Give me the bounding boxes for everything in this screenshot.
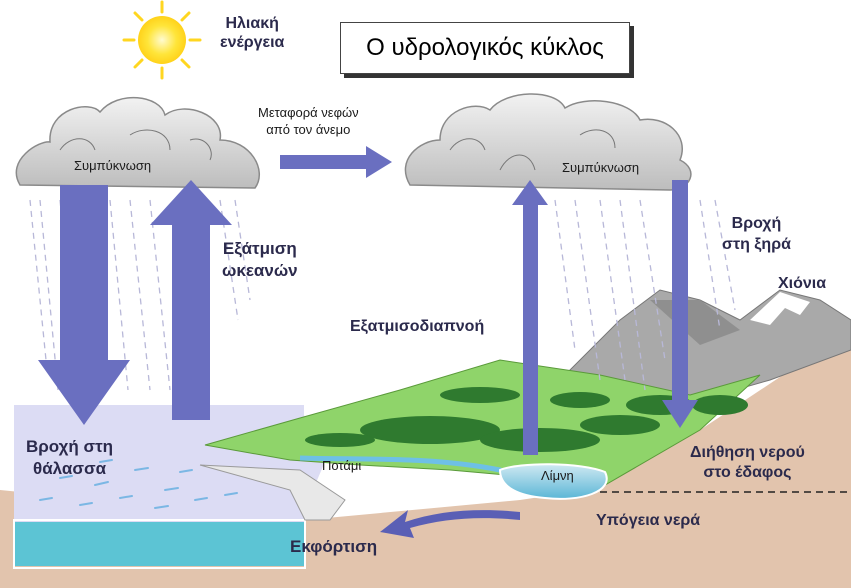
- arrow-rain-on-land: [662, 180, 698, 428]
- river-label: Ποτάμι: [322, 458, 362, 473]
- rain-right: [554, 199, 736, 391]
- cloud-right: [404, 93, 692, 191]
- condensation-left-label: Συμπύκνωση: [74, 158, 152, 173]
- solar-energy-label: Ηλιακή ενέργεια: [220, 14, 284, 52]
- diagram-title: Ο υδρολογικός κύκλος: [366, 34, 604, 61]
- diagram-title-box: Ο υδρολογικός κύκλος: [340, 22, 630, 74]
- solar-energy-label-line1: Ηλιακή: [225, 15, 279, 32]
- snow-cap: [750, 292, 810, 325]
- rain-on-land-label-line2: στη ξηρά: [722, 236, 791, 253]
- river-stream: [299, 455, 521, 479]
- deep-water: [14, 522, 304, 566]
- lake-water: [498, 463, 608, 500]
- ocean-evaporation-label-line2: ωκεανών: [222, 261, 298, 280]
- arrow-wind-transport: [280, 146, 392, 178]
- lake-label: Λίμνη: [541, 468, 574, 483]
- infiltration-label-line2: στο έδαφος: [703, 464, 792, 481]
- arrow-ocean-evaporation: [150, 180, 232, 420]
- infiltration-label: Διήθηση νερού στο έδαφος: [690, 443, 805, 483]
- sun-icon: [122, 0, 202, 80]
- groundwater-label: Υπόγεια νερά: [596, 512, 701, 529]
- infiltration-label-line1: Διήθηση νερού: [690, 444, 805, 461]
- cloud-left: [15, 97, 260, 189]
- sea-foam: [39, 459, 238, 509]
- rain-on-land-label: Βροχή στη ξηρά: [722, 213, 791, 255]
- forest: [305, 387, 748, 452]
- wind-transport-label-line2: από τον άνεμο: [266, 122, 351, 137]
- snow-label: Χιόνια: [778, 275, 827, 292]
- ocean-evaporation-label-line1: Εξάτμιση: [222, 239, 297, 258]
- arrow-evapotranspiration: [512, 180, 548, 455]
- wind-transport-label: Μεταφορά νεφών από τον άνεμο: [258, 104, 359, 138]
- rain-on-sea-label-line1: Βροχή στη: [26, 437, 114, 456]
- rain-on-land-label-line1: Βροχή: [731, 215, 782, 232]
- sea-bed: [13, 519, 306, 569]
- coast-slope: [199, 464, 346, 521]
- arrow-rain-on-sea: [38, 185, 130, 425]
- arrow-discharge: [380, 510, 520, 538]
- rain-on-sea-label-line2: θάλασσα: [33, 459, 107, 478]
- condensation-right-label: Συμπύκνωση: [562, 160, 640, 175]
- wind-transport-label-line1: Μεταφορά νεφών: [258, 105, 359, 120]
- evapotranspiration-label: Εξατμισοδιαπνοή: [350, 318, 485, 335]
- mountain-range: [558, 289, 851, 401]
- rain-on-sea-label: Βροχή στη θάλασσα: [26, 436, 113, 480]
- ocean-evaporation-label: Εξάτμιση ωκεανών: [222, 238, 298, 282]
- solar-energy-label-line2: ενέργεια: [220, 34, 285, 51]
- discharge-label: Εκφόρτιση: [290, 537, 378, 556]
